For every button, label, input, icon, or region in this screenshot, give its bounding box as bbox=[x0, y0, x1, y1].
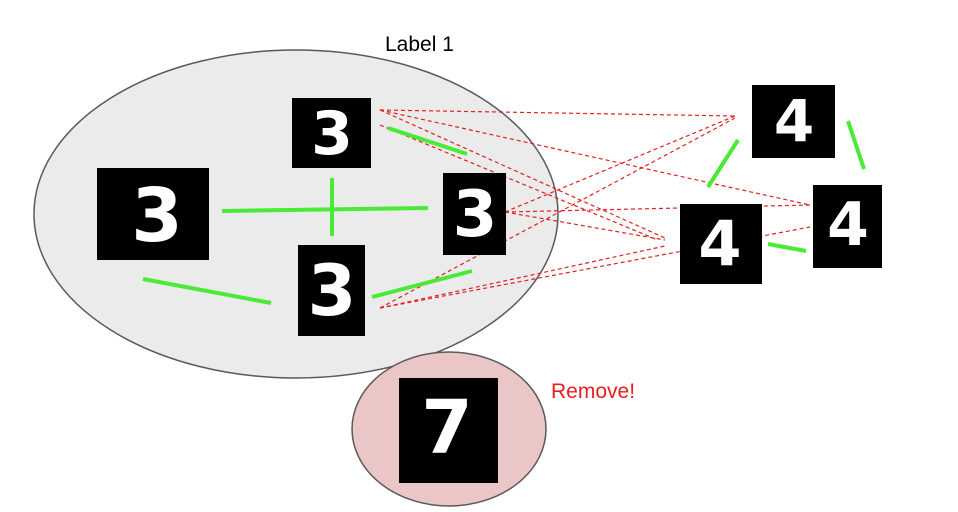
negative-edge bbox=[379, 124, 659, 241]
positive-edges bbox=[142, 120, 866, 305]
digit-glyph: 4 bbox=[827, 190, 869, 260]
digit-4-image: 4 bbox=[813, 185, 882, 268]
digit-glyph: 3 bbox=[311, 99, 353, 169]
digit-3-image: 3 bbox=[298, 245, 365, 336]
remove-label: Remove! bbox=[551, 380, 636, 403]
cluster-label: Label 1 bbox=[385, 33, 454, 56]
digit-glyph: 3 bbox=[131, 173, 183, 259]
positive-edge bbox=[221, 206, 429, 213]
tile-background bbox=[813, 185, 882, 268]
tile-background bbox=[680, 204, 762, 284]
negative-edge bbox=[504, 211, 666, 241]
digit-4-image: 4 bbox=[752, 85, 835, 158]
positive-edge bbox=[846, 120, 866, 170]
positive-edge bbox=[142, 277, 272, 305]
positive-edge bbox=[706, 138, 740, 189]
digit-3-image: 3 bbox=[292, 98, 371, 169]
digit-glyph: 3 bbox=[308, 250, 357, 332]
tile-background bbox=[752, 85, 835, 158]
tile-background bbox=[298, 245, 365, 336]
digit-3-image: 3 bbox=[443, 173, 506, 255]
digit-glyph: 3 bbox=[453, 178, 498, 252]
digit-glyph: 4 bbox=[774, 87, 814, 155]
tile-background bbox=[97, 168, 209, 260]
negative-edge bbox=[379, 109, 811, 206]
tile-background bbox=[399, 378, 498, 483]
positive-edge bbox=[767, 242, 807, 253]
negative-edge bbox=[379, 109, 736, 117]
digit-3-image: 3 bbox=[97, 168, 209, 260]
digit-glyph: 4 bbox=[698, 208, 741, 281]
digit-glyph: 7 bbox=[421, 385, 473, 471]
negative-edge bbox=[379, 109, 666, 239]
digit-4-image: 4 bbox=[680, 204, 762, 284]
positive-edge bbox=[387, 126, 468, 156]
tile-background bbox=[292, 98, 371, 168]
positive-edge bbox=[371, 269, 473, 299]
tile-background bbox=[443, 173, 506, 255]
cluster-ellipse bbox=[33, 49, 559, 379]
outlier-digit-image: 7 bbox=[399, 378, 498, 483]
